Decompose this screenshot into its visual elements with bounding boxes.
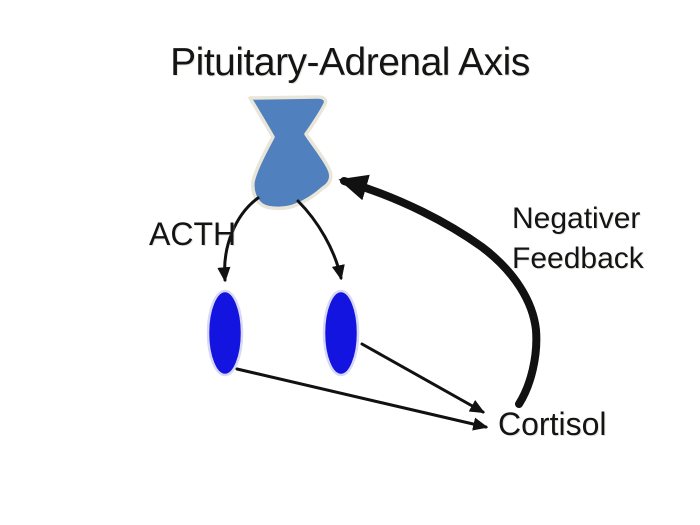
- cortisol-arrow-from-right-adrenal: [360, 342, 485, 414]
- negative-feedback-arrow: [338, 174, 541, 408]
- pituitary-gland-shape: [248, 95, 333, 211]
- adrenal-gland-right: [322, 289, 360, 377]
- negative-feedback-label-line1: Negativer: [512, 202, 641, 235]
- cortisol-arrow-from-left-adrenal: [235, 367, 489, 431]
- negative-feedback-label-line2: Feedback: [512, 242, 644, 275]
- negative-feedback-label: Negativer Feedback: [512, 199, 644, 279]
- acth-arrow-left: [217, 196, 260, 283]
- diagram-title: Pituitary-Adrenal Axis: [170, 41, 530, 84]
- acth-label: ACTH: [149, 216, 237, 252]
- adrenal-gland-left: [206, 289, 244, 377]
- acth-arrow-right: [296, 199, 345, 281]
- cortisol-label: Cortisol: [498, 406, 607, 442]
